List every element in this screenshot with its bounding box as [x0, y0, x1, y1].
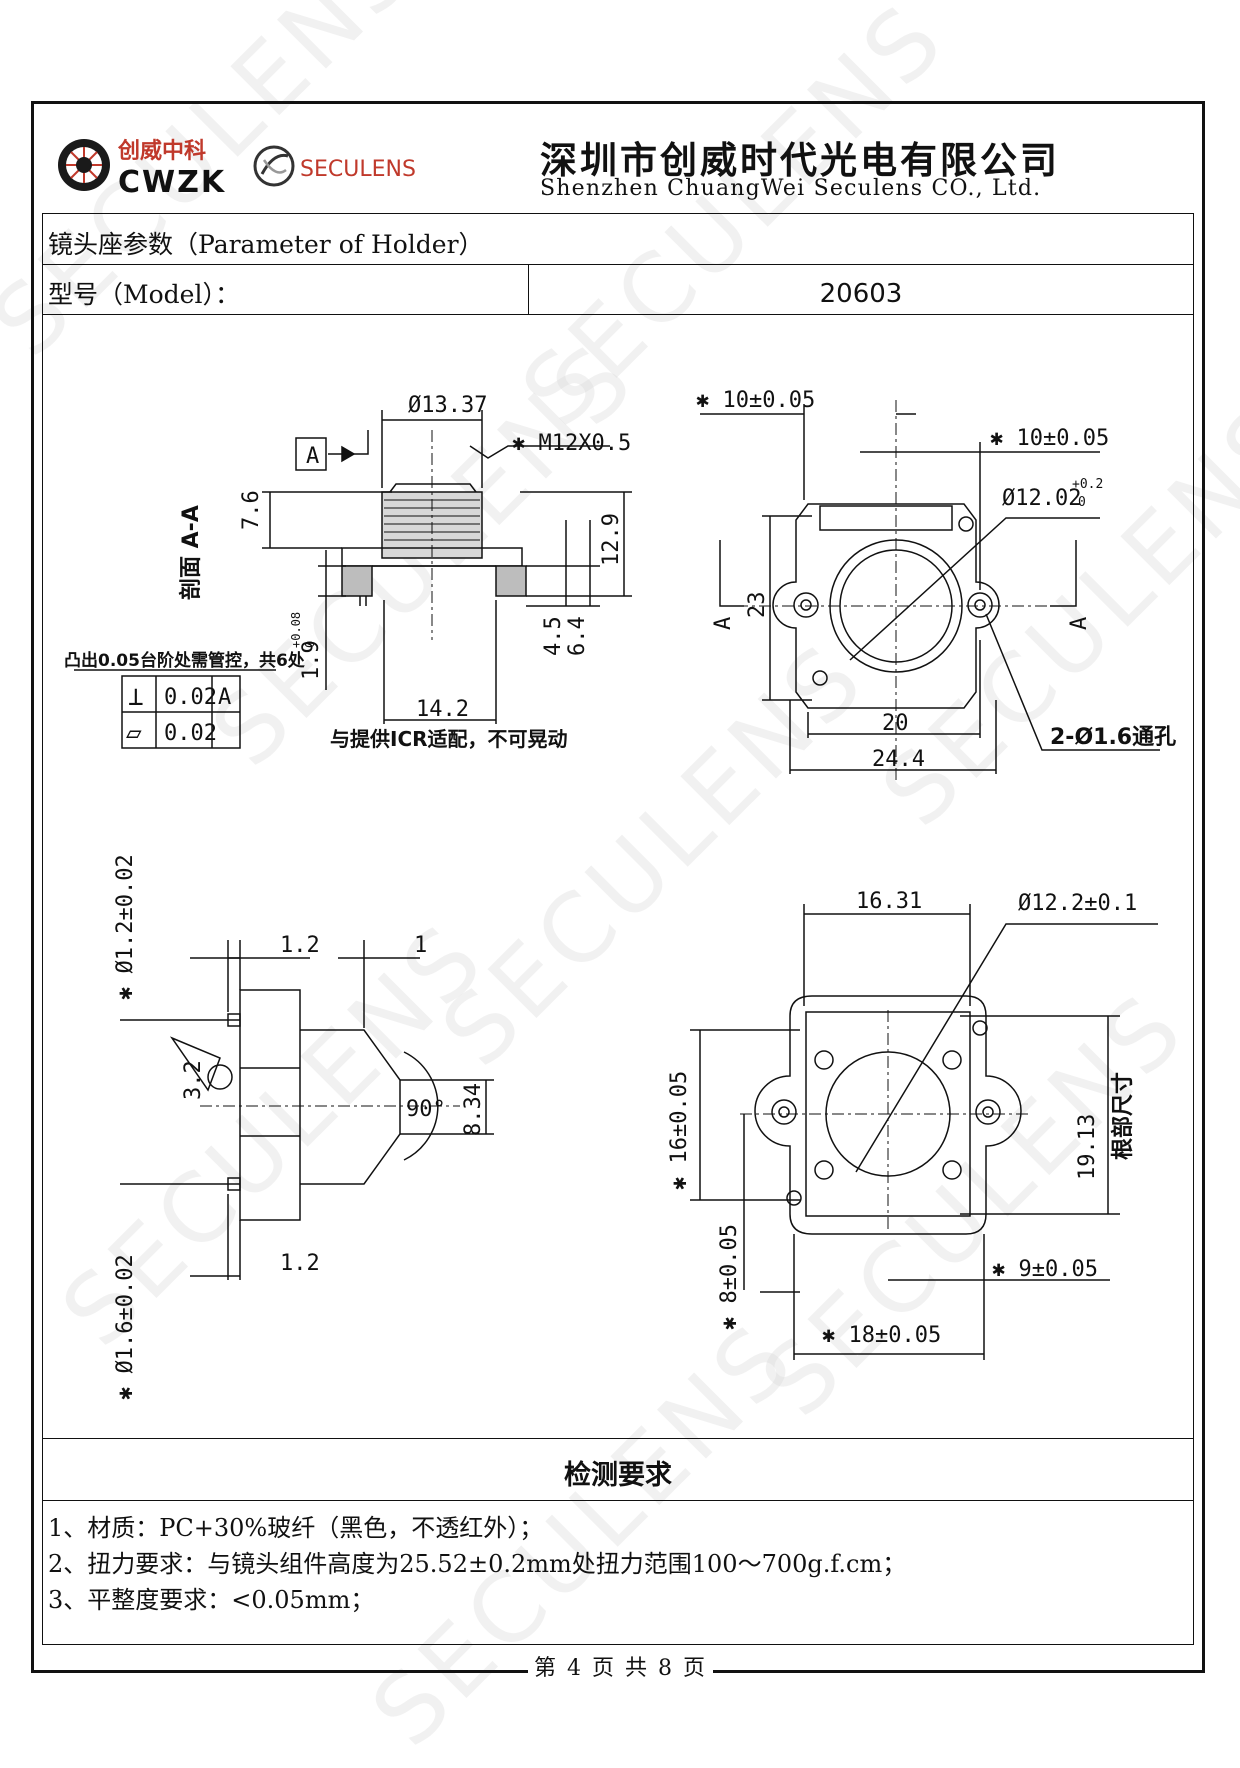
- dim-2-holes: 2-Ø1.6通孔: [1050, 725, 1176, 750]
- datum-box: [295, 437, 327, 471]
- flatness-icon: ▱: [126, 718, 142, 748]
- bottom-view: [690, 904, 1158, 1360]
- requirement-item: 2、扭力要求：与镜头组件高度为25.52±0.2mm处扭力范围100～700g.…: [48, 1550, 907, 1578]
- flatness-value: 0.02: [164, 721, 217, 746]
- dim-8-34: 8.34: [461, 1083, 486, 1136]
- dim-1-9-tol-bot: 0: [303, 641, 317, 648]
- cwzk-en-text: CWZK: [118, 165, 226, 200]
- holder-outline: [772, 503, 1000, 709]
- dim-1-9: 1.9: [299, 640, 324, 680]
- dim-16-31: 16.31: [856, 889, 922, 914]
- dim-8: ✱ 8±0.05: [717, 1224, 742, 1330]
- perpendicularity-icon: ⊥: [128, 682, 144, 712]
- dim-12-9: 12.9: [599, 513, 624, 566]
- page-number: 第 4 页 共 8 页: [528, 1650, 713, 1682]
- company-name-en: Shenzhen ChuangWei Seculens CO., Ltd.: [540, 176, 1042, 201]
- dim-d12-02-tol-bot: 0: [1078, 495, 1086, 510]
- dim-7-6: 7.6: [239, 490, 264, 530]
- dim-angle-90: 90°: [406, 1097, 446, 1122]
- parameter-title: 镜头座参数（Parameter of Holder）: [48, 230, 484, 259]
- holder-bottom-outline: [754, 995, 1022, 1235]
- cwzk-logo: 创威中科 CWZK: [58, 138, 226, 200]
- dim-m12: ✱ M12X0.5: [512, 431, 631, 456]
- step-note: 凸出0.05台阶处需管控，共6处: [64, 650, 306, 671]
- dim-10-top: ✱ 10±0.05: [696, 388, 815, 413]
- dim-6-4: 6.4: [565, 616, 590, 656]
- section-a-right: A: [1067, 617, 1092, 630]
- side-view: [120, 940, 494, 1280]
- lens-bore: [829, 539, 963, 673]
- dim-d13-37: Ø13.37: [408, 393, 487, 418]
- dim-24-4: 24.4: [872, 747, 925, 772]
- section-label: 剖面 A-A: [178, 505, 204, 600]
- dim-20: 20: [882, 711, 909, 736]
- dim-d12-02: Ø12.02: [1002, 486, 1081, 511]
- row-divider: [42, 264, 1194, 265]
- row-divider: [42, 314, 1194, 315]
- top-view: [700, 400, 1160, 780]
- dim-d12-2: Ø12.2±0.1: [1018, 891, 1137, 916]
- dim-9: ✱ 9±0.05: [992, 1257, 1098, 1282]
- dim-d1-6: ✱ Ø1.6±0.02: [113, 1254, 138, 1400]
- seculens-brand-text: SECULENS: [300, 157, 416, 182]
- dim-10-right: ✱ 10±0.05: [990, 426, 1109, 451]
- seculens-logo: SECULENS: [253, 145, 416, 187]
- requirement-item: 1、材质：PC+30%玻纤（黑色，不透红外）；: [48, 1514, 544, 1542]
- dim-d12-02-tol-top: +0.2: [1072, 477, 1103, 492]
- dim-d1-2: ✱ Ø1.2±0.02: [113, 854, 138, 1000]
- datum-label: A: [306, 444, 319, 469]
- model-label: 型号（Model）：: [48, 280, 240, 309]
- dim-1-9-tol-top: +0.08: [289, 612, 303, 648]
- cwzk-cn-text: 创威中科: [117, 138, 206, 164]
- requirement-item: 3、平整度要求：<0.05mm；: [48, 1586, 375, 1614]
- row-divider: [42, 1500, 1194, 1501]
- dim-14-2: 14.2: [416, 697, 469, 722]
- dim-16: ✱ 16±0.05: [667, 1071, 692, 1190]
- dim-23: 23: [745, 592, 770, 619]
- dim-1-2-bot: 1.2: [280, 1251, 320, 1276]
- dim-18: ✱ 18±0.05: [822, 1323, 941, 1348]
- dim-1: 1: [414, 933, 427, 958]
- perpendicularity-datum: A: [218, 685, 231, 710]
- section-a-left: A: [711, 617, 736, 630]
- column-divider: [528, 264, 529, 314]
- company-name-cn: 深圳市创威时代光电有限公司: [540, 139, 1060, 182]
- dim-1-2-top: 1.2: [280, 933, 320, 958]
- dim-4-5: 4.5: [541, 616, 566, 656]
- row-divider: [42, 1438, 1194, 1439]
- icr-note: 与提供ICR适配，不可晃动: [330, 727, 568, 751]
- root-size-label: 根部尺寸: [1110, 1072, 1136, 1160]
- model-value: 20603: [819, 279, 903, 309]
- content-table: [42, 213, 1194, 1645]
- requirements-title: 检测要求: [564, 1460, 672, 1491]
- dim-3-2: 3.2: [181, 1060, 206, 1100]
- dim-19-13: 19.13: [1075, 1114, 1100, 1180]
- perpendicularity-value: 0.02: [164, 685, 217, 710]
- section-view: [74, 410, 632, 749]
- technical-drawing: A Ø13.37 ✱ M12X0.5 7.6 12.9 4.5 6.4 1.9 …: [64, 388, 1176, 1400]
